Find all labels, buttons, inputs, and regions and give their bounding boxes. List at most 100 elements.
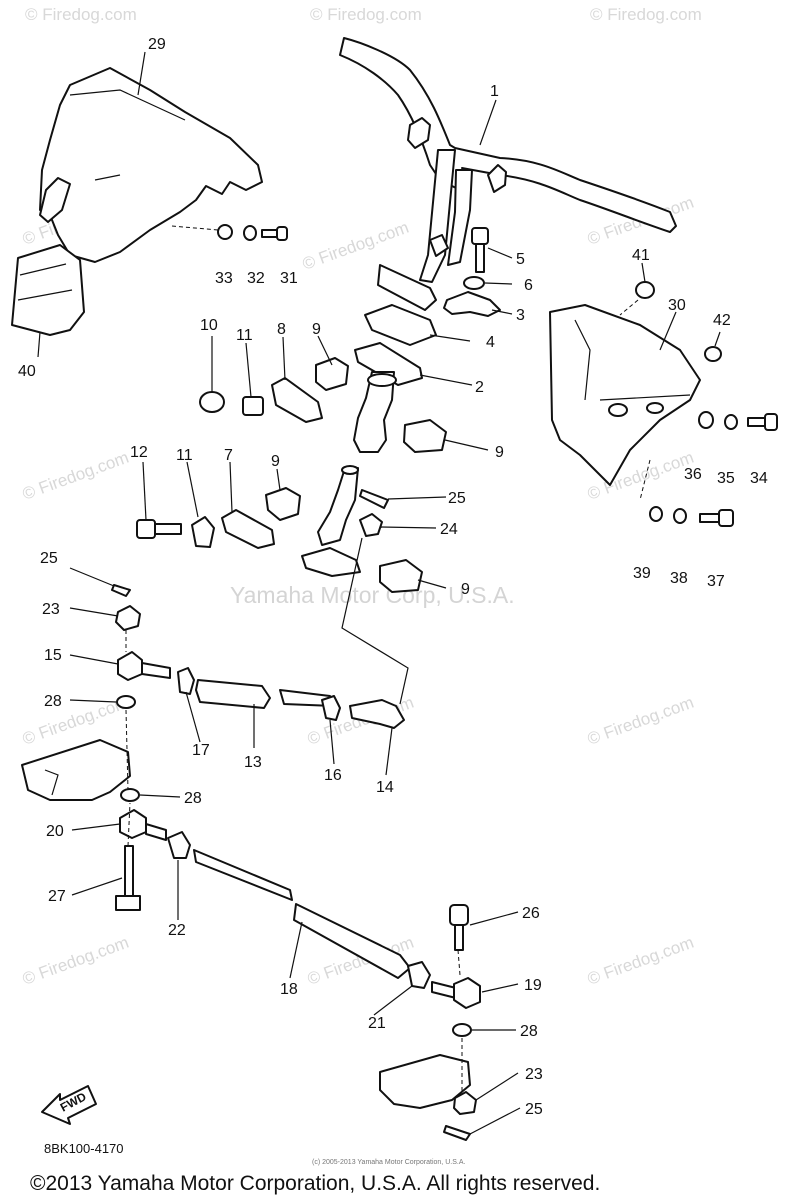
callout-10: 10 (200, 317, 218, 334)
callout-leaders (37, 51, 721, 1135)
callout-numbers: 1 2 3 4 5 6 7 8 9 9 9 9 10 11 11 12 13 1… (18, 36, 768, 1118)
callout-14: 14 (376, 779, 394, 796)
callout-1: 1 (490, 83, 499, 100)
callout-4: 4 (486, 334, 495, 351)
callout-12: 12 (130, 444, 148, 461)
callout-23a: 23 (42, 601, 60, 618)
part-25-cotter-pin-b (111, 584, 131, 597)
part-4-holder (364, 304, 437, 346)
link-line (341, 537, 409, 705)
part-15-tie-rod-end (117, 651, 171, 681)
part-34-screw (747, 413, 778, 431)
callout-9d: 9 (461, 581, 470, 598)
assembly-lines (125, 225, 651, 1092)
callout-3: 3 (516, 307, 525, 324)
callout-37: 37 (707, 573, 725, 590)
watermark: © Firedog.com (25, 5, 137, 24)
callout-9c: 9 (271, 453, 280, 470)
callout-41: 41 (632, 247, 650, 264)
part-9-bushing-a (315, 357, 349, 391)
callout-9b: 9 (495, 444, 504, 461)
callout-25c: 25 (525, 1101, 543, 1118)
callout-11b: 11 (176, 447, 193, 464)
callout-13: 13 (244, 754, 262, 771)
fwd-arrow-icon: FWD (41, 1085, 97, 1125)
callout-30: 30 (668, 297, 686, 314)
part-29-handlebar-cover (39, 67, 263, 263)
callout-22: 22 (168, 922, 186, 939)
part-8-bracket (271, 377, 323, 423)
part-32-washer (243, 225, 257, 241)
part-13-tie-rod (195, 679, 335, 709)
callout-23b: 23 (525, 1066, 543, 1083)
part-20-tie-rod-end (119, 809, 167, 841)
footer-copyright: ©2013 Yamaha Motor Corporation, U.S.A. A… (30, 1172, 600, 1195)
watermark: © Firedog.com (585, 693, 696, 749)
part-14-tie-rod-end (349, 699, 405, 729)
callout-39: 39 (633, 565, 651, 582)
part-30-cover (549, 304, 701, 486)
callout-7: 7 (224, 447, 233, 464)
part-3-clamp (443, 291, 501, 317)
part-17-locknut (177, 667, 195, 695)
diagram-code: 8BK100-4170 (44, 1141, 124, 1156)
callout-40: 40 (18, 363, 36, 380)
watermark: © Firedog.com (590, 5, 702, 24)
part-10-grommet (199, 391, 225, 413)
callout-31: 31 (280, 270, 298, 287)
callout-5: 5 (516, 251, 525, 268)
part-40-pad (11, 244, 85, 336)
callout-29: 29 (148, 36, 166, 53)
part-24-nut (359, 513, 383, 537)
callout-28b: 28 (184, 790, 202, 807)
part-42-grommet (704, 346, 722, 362)
callout-19: 19 (524, 977, 542, 994)
watermark: © Firedog.com (310, 5, 422, 24)
part-16-locknut (321, 695, 341, 721)
knuckle-left (21, 739, 131, 801)
watermark: © Firedog.com (20, 693, 131, 749)
fine-print: (c) 2005-2013 Yamaha Motor Corporation, … (312, 1159, 465, 1166)
part-33-collar (217, 224, 233, 240)
watermark: © Firedog.com (20, 448, 131, 504)
part-9-bushing-d (379, 559, 423, 593)
part-5-bolt (471, 227, 489, 273)
part-28-washer-c (452, 1023, 472, 1037)
callout-35: 35 (717, 470, 735, 487)
callout-34: 34 (750, 470, 768, 487)
watermark-center: Yamaha Motor Corp, U.S.A. (230, 582, 515, 608)
part-11-collar-a (242, 396, 264, 416)
part-25-cotter-pin-a (359, 489, 389, 509)
part-38-washer (673, 508, 687, 524)
callout-18: 18 (280, 981, 298, 998)
callout-25b: 25 (40, 550, 58, 567)
callout-25a: 25 (448, 490, 466, 507)
part-39-collar (649, 506, 663, 522)
part-26-bolt (449, 904, 469, 951)
callout-16: 16 (324, 767, 342, 784)
callout-38: 38 (670, 570, 688, 587)
part-6-nut (463, 276, 485, 290)
watermark: © Firedog.com (20, 933, 131, 989)
callout-11a: 11 (236, 327, 253, 344)
part-41-grommet (635, 281, 655, 299)
callout-26: 26 (522, 905, 540, 922)
callout-28c: 28 (520, 1023, 538, 1040)
part-1-handlebar (339, 37, 677, 311)
callout-32: 32 (247, 270, 265, 287)
part-31-screw (261, 226, 288, 241)
part-35-washer (724, 414, 738, 430)
part-28-washer-b (120, 788, 140, 802)
part-19-tie-rod-end (431, 977, 481, 1009)
callout-36: 36 (684, 466, 702, 483)
part-column-lower (301, 465, 361, 577)
part-9-bushing-b (403, 419, 447, 453)
callout-21: 21 (368, 1015, 386, 1032)
part-21-locknut (407, 961, 431, 989)
part-36-collar (698, 411, 714, 429)
callout-27: 27 (48, 888, 66, 905)
callout-42: 42 (713, 312, 731, 329)
callout-2: 2 (475, 379, 484, 396)
part-23-nut-a (115, 605, 141, 631)
part-23-nut-b (453, 1091, 477, 1115)
